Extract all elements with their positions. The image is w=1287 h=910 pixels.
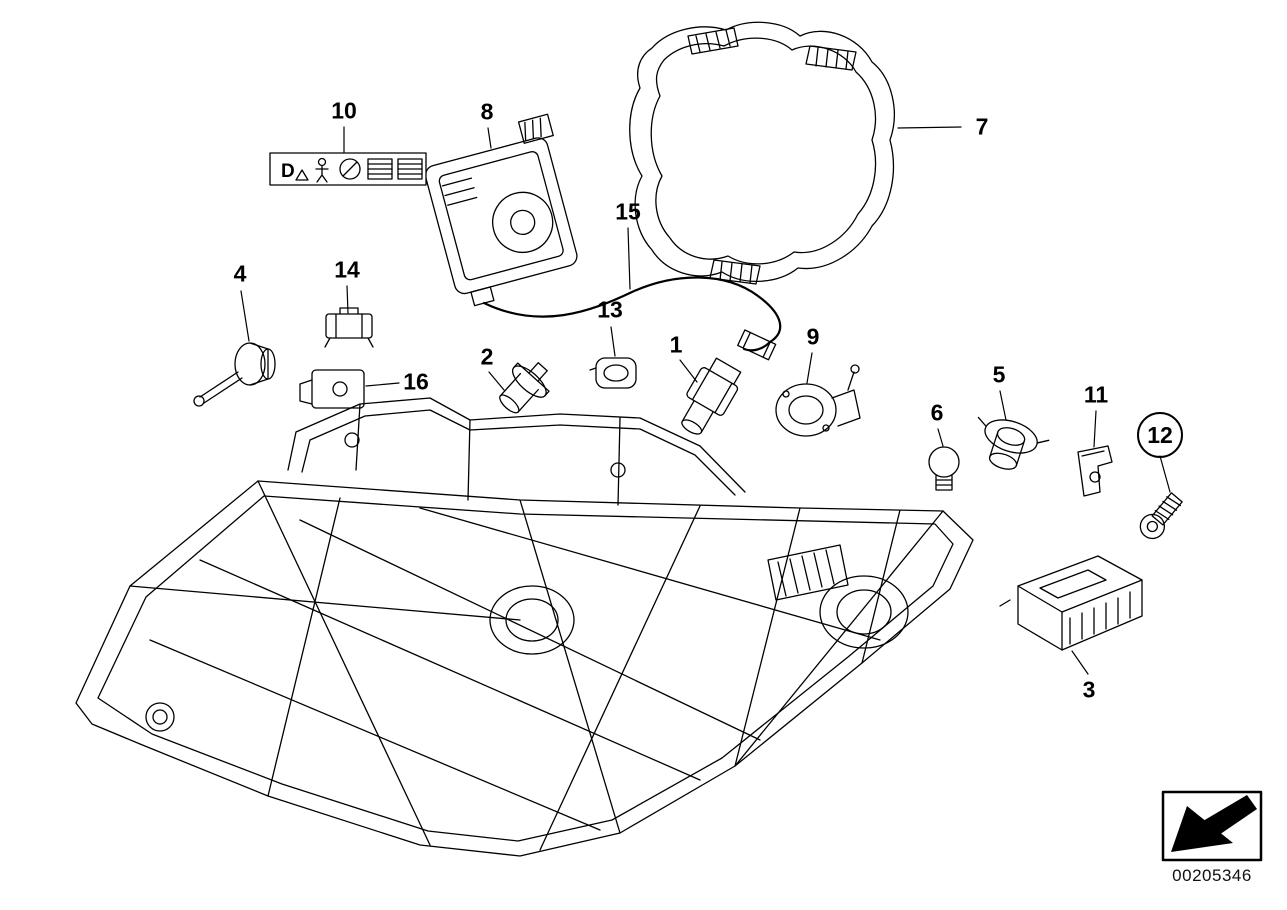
callout-13[interactable]: 13 [597, 296, 623, 323]
callout-1[interactable]: 1 [669, 331, 683, 358]
nav-arrow-icon [1171, 795, 1257, 852]
callout-16[interactable]: 16 [403, 368, 429, 395]
hatch-icon-2 [397, 158, 423, 180]
housing-hatch-detail [767, 544, 849, 601]
callout-2[interactable]: 2 [480, 343, 494, 370]
warning-triangle-icon [295, 169, 309, 181]
ballast-control-unit [424, 113, 578, 307]
hatch-icon-1 [367, 158, 393, 180]
callout-14[interactable]: 14 [334, 256, 360, 283]
leader-lines [240, 126, 1171, 675]
adjuster-4 [193, 342, 276, 407]
gasket-seal [629, 21, 895, 285]
callout-11[interactable]: 11 [1083, 381, 1109, 408]
bulb-2 [499, 362, 550, 414]
warning-letter-d: D [281, 161, 295, 182]
control-module-3 [999, 555, 1143, 651]
nav-arrow-box[interactable] [1161, 790, 1263, 862]
callout-8[interactable]: 8 [480, 98, 494, 125]
callout-7[interactable]: 7 [975, 113, 989, 140]
clip-14 [324, 307, 374, 348]
cap-13 [589, 357, 637, 389]
screw-12 [1139, 492, 1183, 540]
bracket-11 [1077, 445, 1113, 497]
person-icon [315, 157, 329, 183]
bracket-16 [299, 369, 365, 409]
mounting-frame [287, 397, 746, 506]
callout-6[interactable]: 6 [930, 399, 944, 426]
socket-5 [977, 416, 1050, 470]
callout-9[interactable]: 9 [806, 323, 820, 350]
warning-label: D [269, 152, 427, 186]
callout-10[interactable]: 10 [331, 97, 357, 124]
callout-4[interactable]: 4 [233, 260, 247, 287]
callout-12[interactable]: 12 [1137, 412, 1183, 458]
diagram-number: 00205346 [1172, 866, 1252, 885]
cable-15 [482, 276, 782, 361]
bulb-6 [928, 446, 960, 491]
callout-15[interactable]: 15 [615, 198, 641, 225]
bulb-1 [681, 357, 742, 435]
socket-9 [775, 364, 861, 437]
callout-5[interactable]: 5 [992, 361, 1006, 388]
no-entry-icon [339, 158, 361, 180]
callout-3[interactable]: 3 [1082, 676, 1096, 703]
headlight-housing [75, 480, 974, 857]
